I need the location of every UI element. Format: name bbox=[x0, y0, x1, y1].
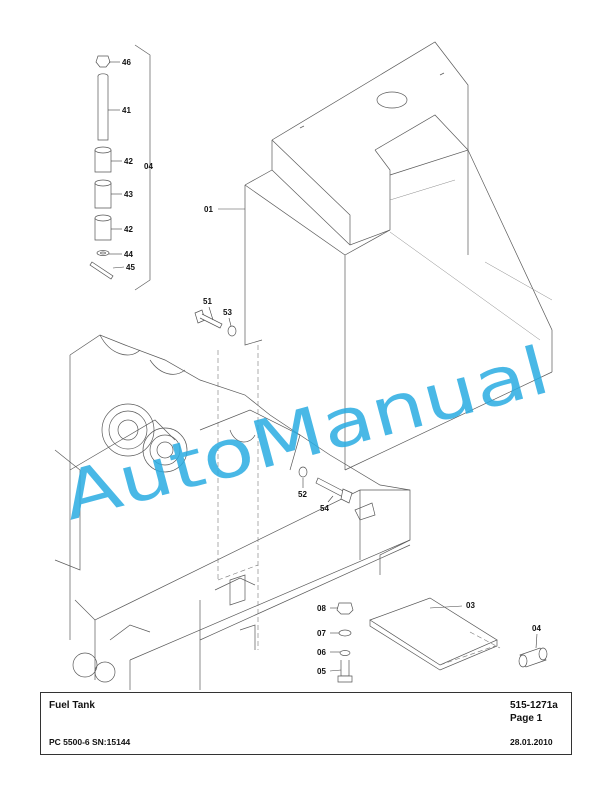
callout-01: 01 bbox=[204, 205, 213, 214]
callout-54: 54 bbox=[320, 504, 329, 513]
base-frame bbox=[54, 334, 411, 690]
callout-08: 08 bbox=[317, 604, 326, 613]
callout-45: 45 bbox=[126, 263, 135, 272]
callout-43: 43 bbox=[124, 190, 133, 199]
callout-42-lower: 42 bbox=[124, 225, 133, 234]
callout-46: 46 bbox=[122, 58, 131, 67]
callout-04-sleeve: 04 bbox=[532, 624, 541, 633]
leader-lines bbox=[108, 61, 538, 672]
callouts: 46 41 42 04 43 42 44 45 01 51 53 52 54 0… bbox=[122, 58, 541, 676]
callout-04-assembly: 04 bbox=[144, 162, 153, 171]
callout-07: 07 bbox=[317, 629, 326, 638]
callout-41: 41 bbox=[122, 106, 131, 115]
callout-44: 44 bbox=[124, 250, 133, 259]
title-block: Fuel Tank 515-1271a Page 1 PC 5500-6 SN:… bbox=[40, 692, 572, 755]
drawing-title: Fuel Tank bbox=[49, 700, 95, 711]
bolt-54-washer-52 bbox=[298, 466, 353, 504]
cover-plate bbox=[369, 597, 501, 671]
callout-52: 52 bbox=[298, 490, 307, 499]
mount-sleeve bbox=[518, 647, 548, 668]
machine-model: PC 5500-6 SN:15144 bbox=[49, 737, 131, 747]
exploded-parts-drawing: 46 41 42 04 43 42 44 45 01 51 53 52 54 0… bbox=[54, 41, 553, 690]
callout-03: 03 bbox=[466, 601, 475, 610]
drawing-date: 28.01.2010 bbox=[510, 737, 553, 747]
fuel-tank bbox=[244, 41, 553, 471]
fastener-stack bbox=[336, 602, 354, 683]
callout-05: 05 bbox=[317, 667, 326, 676]
callout-06: 06 bbox=[317, 648, 326, 657]
bolt-51-washer-53 bbox=[194, 309, 237, 337]
callout-51: 51 bbox=[203, 297, 212, 306]
mount-assembly-04 bbox=[89, 44, 151, 291]
callout-53: 53 bbox=[223, 308, 232, 317]
drawing-number: 515-1271a bbox=[510, 700, 558, 711]
callout-42-upper: 42 bbox=[124, 157, 133, 166]
page-number: Page 1 bbox=[510, 713, 543, 724]
